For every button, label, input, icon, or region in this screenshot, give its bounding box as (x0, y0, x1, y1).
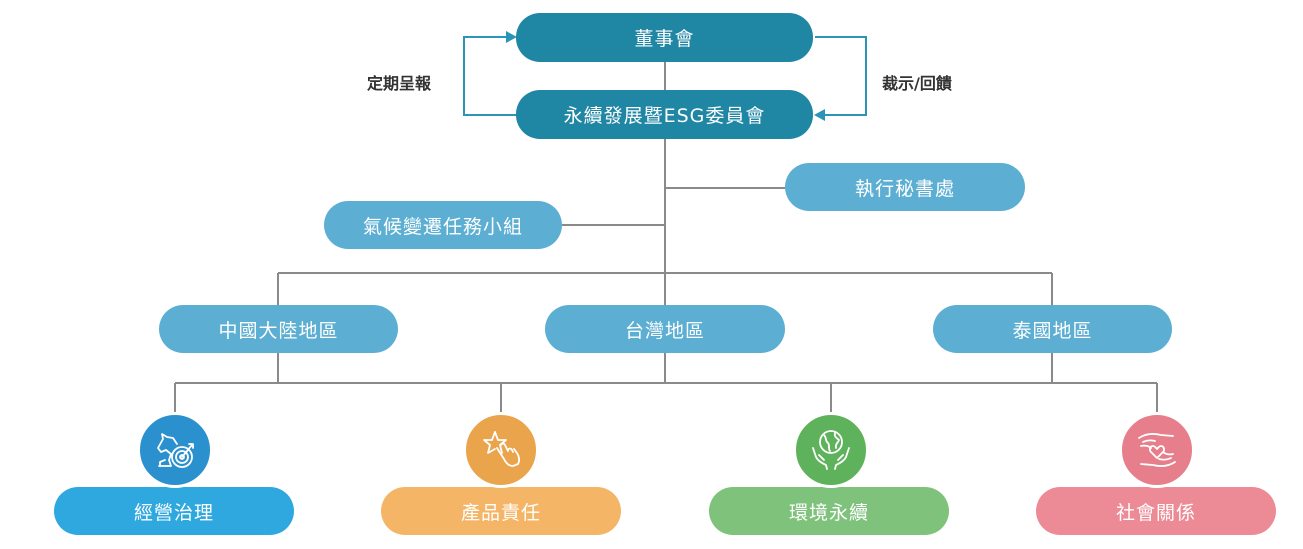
feedback-down-arrow-line (815, 36, 867, 116)
committee-node[interactable]: 永續發展暨ESG委員會 (516, 90, 813, 139)
board-node[interactable]: 董事會 (516, 13, 813, 62)
region-node-china[interactable]: 中國大陸地區 (159, 305, 398, 353)
category-governance[interactable]: 經營治理 (54, 487, 294, 535)
region-node-taiwan[interactable]: 台灣地區 (545, 305, 785, 353)
board-label: 董事會 (634, 28, 695, 50)
climate-task-force-label: 氣候變遷任務小組 (362, 215, 523, 238)
knight-target-icon (157, 433, 194, 468)
region-label: 台灣地區 (624, 319, 705, 342)
feedback-arrowhead-icon (814, 109, 825, 121)
region-node-thailand[interactable]: 泰國地區 (933, 305, 1172, 353)
secretariat-label: 執行秘書處 (854, 177, 955, 200)
report-up-arrowhead-icon (506, 31, 517, 43)
globe-hands-icon (812, 430, 850, 470)
category-environment[interactable]: 環境永續 (709, 487, 949, 535)
report-up-label: 定期呈報 (367, 74, 432, 93)
category-label: 環境永續 (788, 501, 869, 524)
star-hand-icon (483, 431, 520, 467)
secretariat-node[interactable]: 執行秘書處 (785, 163, 1025, 211)
society-icon-circle (1119, 412, 1195, 488)
environment-icon-circle (793, 412, 869, 488)
region-label: 泰國地區 (1012, 319, 1093, 342)
region-label: 中國大陸地區 (218, 319, 339, 342)
feedback-label: 裁示/回饋 (882, 74, 952, 93)
category-label: 經營治理 (133, 501, 214, 524)
heart-hands-icon (1138, 433, 1176, 467)
product-icon-circle (463, 412, 539, 488)
climate-task-force-node[interactable]: 氣候變遷任務小組 (324, 201, 562, 249)
category-product[interactable]: 產品責任 (381, 487, 621, 535)
category-society[interactable]: 社會關係 (1036, 487, 1276, 535)
category-label: 產品責任 (460, 501, 541, 524)
report-up-arrow-line (463, 36, 518, 116)
category-label: 社會關係 (1115, 501, 1196, 524)
governance-icon-circle (137, 412, 213, 488)
committee-label: 永續發展暨ESG委員會 (563, 105, 766, 127)
